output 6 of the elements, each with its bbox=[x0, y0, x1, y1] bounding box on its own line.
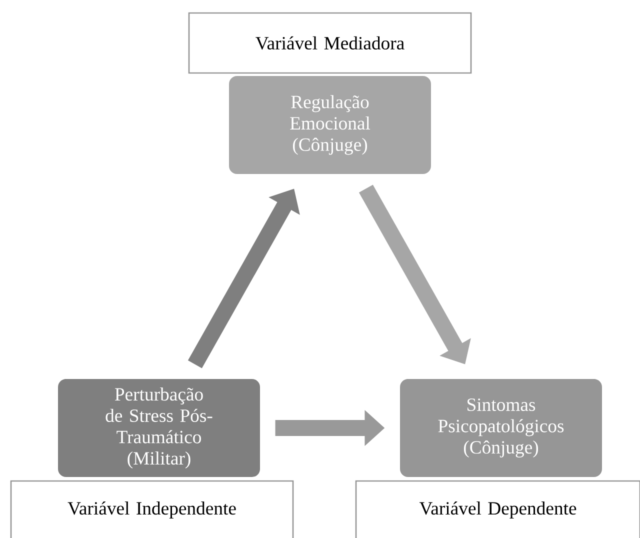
label-box: Variável Independente bbox=[10, 480, 294, 538]
label-box: Variável Dependente bbox=[355, 480, 640, 538]
variable-box: Regulação Emocional (Cônjuge) bbox=[229, 76, 431, 174]
variable-box: Sintomas Psicopatológicos (Cônjuge) bbox=[400, 379, 602, 477]
label-box: Variável Mediadora bbox=[188, 12, 472, 74]
variable-box: Perturbação de Stress Pós-Traumático (Militar) bbox=[58, 379, 260, 477]
